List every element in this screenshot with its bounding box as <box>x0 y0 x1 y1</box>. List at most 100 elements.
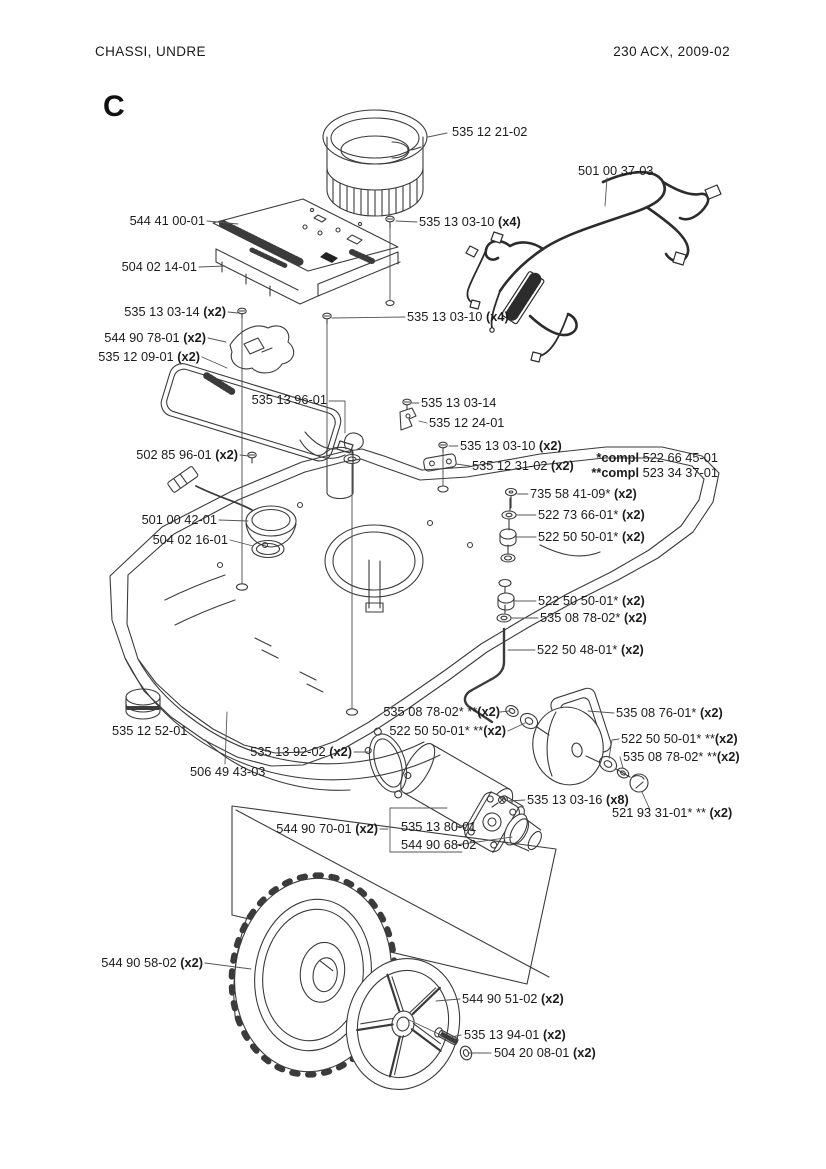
page-title: CHASSI, UNDRE <box>95 44 206 59</box>
part-label: 522 50 50-01* (x2) <box>538 592 645 609</box>
part-label: 544 90 70-01 (x2) <box>276 820 378 837</box>
part-label-text: (x2) <box>613 486 637 501</box>
part-label: 504 02 16-01 <box>153 531 228 548</box>
part-label: 735 58 41-09* (x2) <box>530 485 637 502</box>
part-label-text: 535 08 78-02* <box>540 610 624 625</box>
part-label-text: 544 90 58-02 <box>101 955 181 970</box>
part-label-text: 544 90 51-02 <box>462 991 541 1006</box>
part-label-text: 522 50 50-01* <box>538 529 622 544</box>
chassis-drawing <box>109 299 720 791</box>
part-label-text: (x2) <box>215 447 238 462</box>
part-label-text: (x4) <box>485 309 509 324</box>
document-reference: 230 ACX, 2009-02 <box>613 44 730 59</box>
part-label: 502 85 96-01 (x2) <box>136 446 238 463</box>
part-label-text: (x2) <box>177 349 200 364</box>
part-label-text: 535 13 92-02 <box>250 744 330 759</box>
part-label-text: (x2) <box>540 991 564 1006</box>
part-label: 504 02 14-01 <box>122 258 197 275</box>
part-label-text: (x2) <box>355 821 378 836</box>
washer-drawing <box>459 1045 473 1061</box>
part-label-text: (x2) <box>542 1027 566 1042</box>
part-label-text: 535 13 03-14 <box>124 304 204 319</box>
part-label-text: (x2) <box>572 1045 596 1060</box>
part-label-text: (x2) <box>621 507 645 522</box>
part-label-text: *compl <box>596 450 640 465</box>
fastener-stack-drawing <box>496 487 518 623</box>
flange-screw-drawing <box>491 795 507 808</box>
part-label-text: (x2) <box>620 642 644 657</box>
part-label-text: 535 12 21-02 <box>452 124 528 139</box>
part-label: 535 12 09-01 (x2) <box>98 348 200 365</box>
part-label: 535 08 78-02* (x2) <box>540 609 647 626</box>
part-label: 544 90 58-02 (x2) <box>101 954 203 971</box>
part-label: 535 13 03-10 (x2) <box>460 437 562 454</box>
part-label-text: 535 13 80-01 <box>401 819 477 834</box>
part-label-text: 535 13 03-10 <box>407 309 486 324</box>
part-label: 522 50 50-01* (x2) <box>538 528 645 545</box>
part-label-text: 504 20 08-01 <box>494 1045 573 1060</box>
part-label-text: (x4) <box>497 214 521 229</box>
part-label: 535 13 94-01 (x2) <box>464 1026 566 1043</box>
part-label-text: (x2) <box>550 458 574 473</box>
part-label-text: 535 13 03-10 <box>460 438 539 453</box>
part-label-text: 521 93 31-01* ** <box>612 805 710 820</box>
part-label: *compl 522 66 45-01 <box>596 449 718 466</box>
part-label-text: 535 08 78-02* ** <box>623 749 717 764</box>
part-label-text: (x2) <box>477 704 500 719</box>
part-label-text: 522 50 48-01* <box>537 642 621 657</box>
part-label: 544 41 00-01 <box>130 212 205 229</box>
part-label-text: (x2) <box>714 731 738 746</box>
part-label-text: (x2) <box>621 593 645 608</box>
top-housing-drawing <box>322 109 428 217</box>
part-label-text: **compl <box>591 465 640 480</box>
part-label: 501 00 37-03 <box>578 162 653 179</box>
part-label-text: (x2) <box>180 955 203 970</box>
part-label-text: 506 49 43-03 <box>190 764 266 779</box>
part-label-text: 522 50 50-01* ** <box>389 723 484 738</box>
part-label-text: 504 02 14-01 <box>121 259 197 274</box>
part-label: 535 13 03-16 (x8) <box>527 791 629 808</box>
part-label-text: 522 50 50-01* <box>538 593 622 608</box>
part-label-text: 502 85 96-01 <box>136 447 216 462</box>
part-label: 535 08 78-02* **(x2) <box>383 703 500 720</box>
part-label-text: 535 13 96-01 <box>251 392 327 407</box>
part-label-text: 544 90 68-02 <box>401 837 477 852</box>
part-label-text: 544 90 70-01 <box>276 821 356 836</box>
part-label-text: 535 12 52-01 <box>112 723 188 738</box>
part-label: 535 12 52-01 <box>112 722 187 739</box>
damper-drawing <box>229 325 295 374</box>
part-label: 535 12 21-02 <box>452 123 527 140</box>
part-label-text: (x2) <box>709 805 733 820</box>
part-label-text: (x2) <box>716 749 740 764</box>
part-label: 544 90 51-02 (x2) <box>462 990 564 1007</box>
part-label-text: 535 08 76-01* <box>616 705 700 720</box>
section-letter: C <box>103 90 125 123</box>
part-label-text: 523 34 37-01 <box>639 465 718 480</box>
part-label-text: 535 13 03-14 <box>421 395 497 410</box>
part-label-text: (x8) <box>605 792 629 807</box>
part-label-text: 544 90 78-01 <box>104 330 184 345</box>
part-label: 535 13 96-01 <box>252 391 327 408</box>
pivot-rod-drawing <box>463 627 506 724</box>
part-label: 535 08 78-02* **(x2) <box>623 748 740 765</box>
part-label-text: 535 13 03-10 <box>419 214 498 229</box>
part-label-text: (x2) <box>699 705 723 720</box>
part-label-text: 544 41 00-01 <box>129 213 205 228</box>
part-label-text: 535 08 78-02* ** <box>383 704 478 719</box>
part-label-text: 522 50 50-01* ** <box>621 731 715 746</box>
part-label: 544 90 68-02 <box>401 836 476 853</box>
part-label-text: 535 12 24-01 <box>429 415 505 430</box>
part-label: 544 90 78-01 (x2) <box>104 329 206 346</box>
part-label: 535 13 03-14 (x2) <box>124 303 226 320</box>
part-label-text: (x2) <box>621 529 645 544</box>
caster-wheel-drawing <box>505 705 649 793</box>
screw-icons <box>237 215 448 464</box>
part-label: 522 50 50-01* **(x2) <box>389 722 506 739</box>
part-label: 506 49 43-03 <box>190 763 265 780</box>
assembly-lines <box>241 227 444 709</box>
part-label: **compl 523 34 37-01 <box>591 464 718 481</box>
part-label-text: (x2) <box>203 304 226 319</box>
part-label-text: 501 00 37-03 <box>578 163 654 178</box>
part-label-text: (x2) <box>538 438 562 453</box>
part-label-text: 501 00 42-01 <box>141 512 217 527</box>
